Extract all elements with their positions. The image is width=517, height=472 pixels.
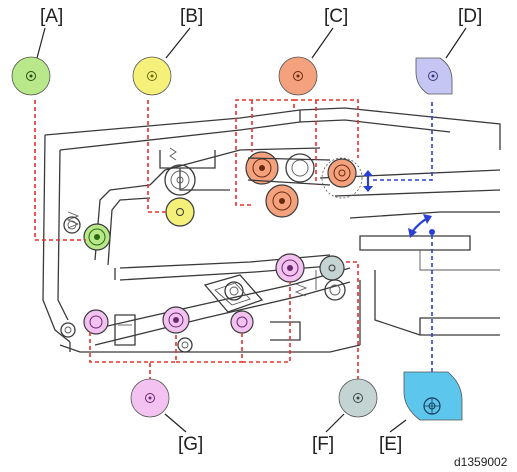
- figure-code: d1359002: [454, 455, 508, 469]
- label-a: [A]: [40, 6, 63, 27]
- component-d: [D]: [415, 6, 482, 95]
- roller-icon-small-left: [63, 216, 81, 234]
- gear-icon-upper-mid: [285, 153, 315, 183]
- roller-icon-right-1: [324, 279, 346, 301]
- drive-lines-red: [34, 99, 359, 395]
- motor-icon-e: [403, 371, 463, 421]
- roller-b: [165, 197, 195, 227]
- component-b: [B]: [132, 6, 203, 96]
- roller-c-set: [245, 151, 363, 218]
- label-d: [D]: [458, 6, 482, 27]
- component-c: [C]: [278, 6, 348, 96]
- component-f: [F]: [312, 378, 378, 455]
- component-g: [G]: [130, 378, 203, 455]
- gear-icon-separation: [224, 281, 244, 301]
- movement-arrow-icon-e: [408, 214, 435, 238]
- roller-g-set: [83, 253, 305, 335]
- drive-lines-blue: [372, 102, 433, 372]
- label-e: [E]: [379, 434, 402, 455]
- solenoid-icon-d: [415, 57, 453, 95]
- label-b: [B]: [180, 6, 203, 27]
- motor-icon-c: [278, 56, 318, 96]
- component-a: [A]: [11, 6, 63, 96]
- label-g: [G]: [178, 434, 203, 455]
- movement-arrow-icon-d: [363, 170, 373, 192]
- component-e: [E]: [379, 371, 463, 455]
- roller-icon-lower-1: [60, 322, 76, 338]
- gear-icon-upper-left: [164, 164, 196, 196]
- motor-icon-g: [130, 378, 170, 418]
- roller-icon-lower-2: [177, 337, 193, 353]
- motor-icon-f: [338, 378, 378, 418]
- roller-f: [319, 255, 345, 281]
- motor-icon-b: [132, 56, 172, 96]
- motor-icon-a: [11, 56, 51, 96]
- label-c: [C]: [324, 6, 348, 27]
- label-f: [F]: [312, 434, 334, 455]
- roller-a: [83, 223, 111, 251]
